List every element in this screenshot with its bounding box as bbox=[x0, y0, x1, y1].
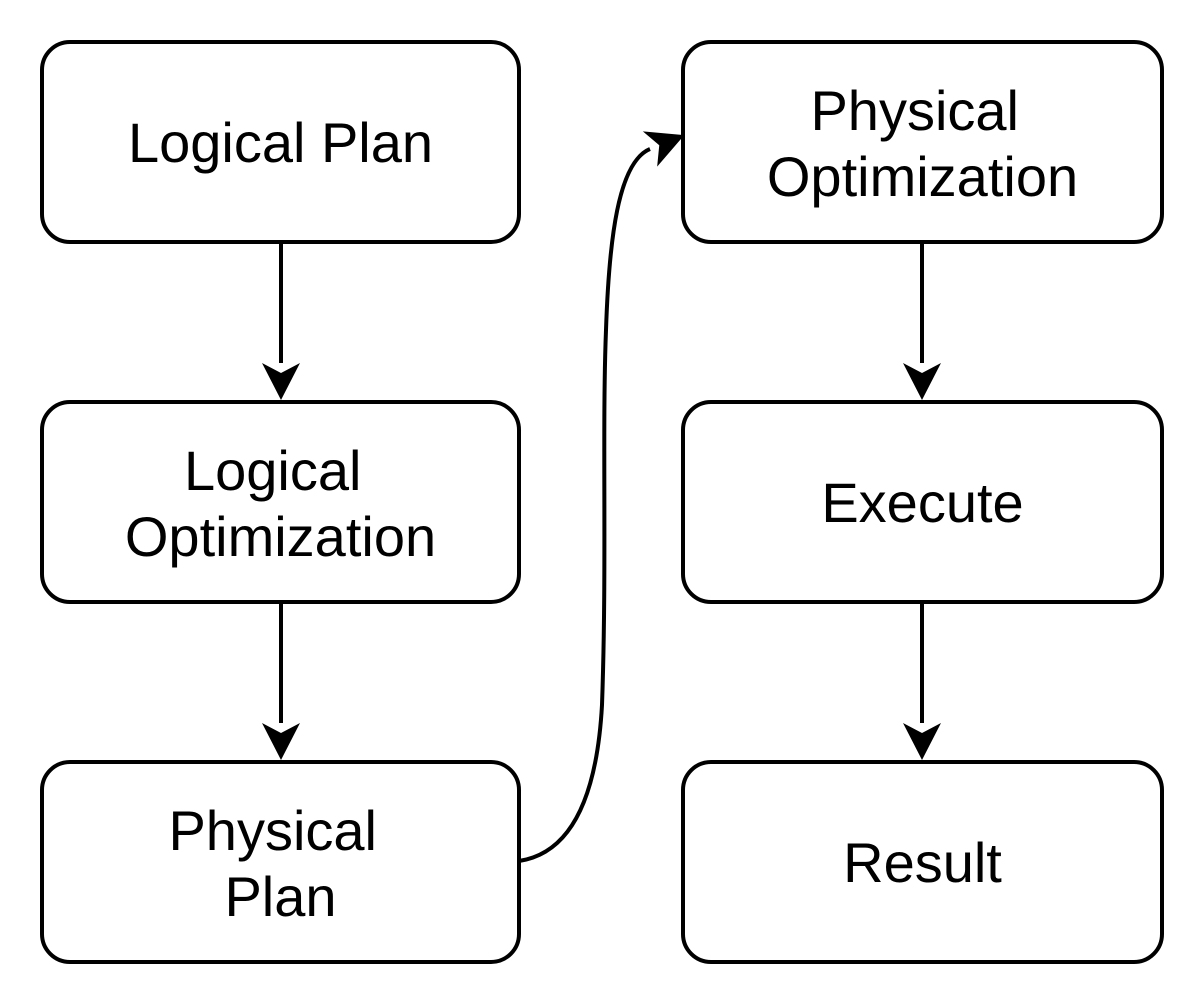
node-logical-optimization-label: Logical Optimization bbox=[125, 439, 436, 568]
node-physical-plan-shape bbox=[40, 760, 521, 964]
node-execute: Execute bbox=[681, 400, 1164, 604]
node-logical-optimization-shape bbox=[40, 400, 521, 604]
node-result: Result bbox=[681, 760, 1164, 964]
node-logical-plan-label: Logical Plan bbox=[128, 111, 433, 174]
node-physical-plan-line-2: Plan bbox=[224, 865, 336, 928]
node-logical-plan: Logical Plan bbox=[40, 40, 521, 244]
node-result-label: Result bbox=[843, 831, 1002, 894]
node-logical-optimization-line-2: Optimization bbox=[125, 505, 436, 568]
node-logical-optimization-line-1: Logical bbox=[184, 439, 361, 502]
node-execute-shape bbox=[681, 400, 1164, 604]
edges-layer bbox=[262, 131, 941, 863]
node-result-line-1: Result bbox=[843, 831, 1002, 894]
node-execute-line-1: Execute bbox=[821, 471, 1023, 534]
node-physical-optimization: Physical Optimization bbox=[681, 40, 1164, 244]
nodes-layer: Logical Plan Logical Optimization Physic… bbox=[40, 40, 1164, 964]
node-logical-plan-shape bbox=[40, 40, 521, 244]
node-execute-label: Execute bbox=[821, 471, 1023, 534]
node-physical-optimization-line-2: Optimization bbox=[767, 145, 1078, 208]
edge-physical-plan-to-physical-optimization bbox=[518, 131, 685, 863]
node-physical-optimization-label: Physical Optimization bbox=[767, 79, 1078, 208]
node-logical-plan-line-1: Logical Plan bbox=[128, 111, 433, 174]
node-physical-plan-line-1: Physical bbox=[168, 799, 377, 862]
node-result-shape bbox=[681, 760, 1164, 964]
node-physical-optimization-line-1: Physical bbox=[810, 79, 1019, 142]
node-logical-optimization: Logical Optimization bbox=[40, 400, 521, 604]
node-physical-plan: Physical Plan bbox=[40, 760, 521, 964]
node-physical-plan-label: Physical Plan bbox=[168, 799, 392, 928]
node-physical-optimization-shape bbox=[681, 40, 1164, 244]
